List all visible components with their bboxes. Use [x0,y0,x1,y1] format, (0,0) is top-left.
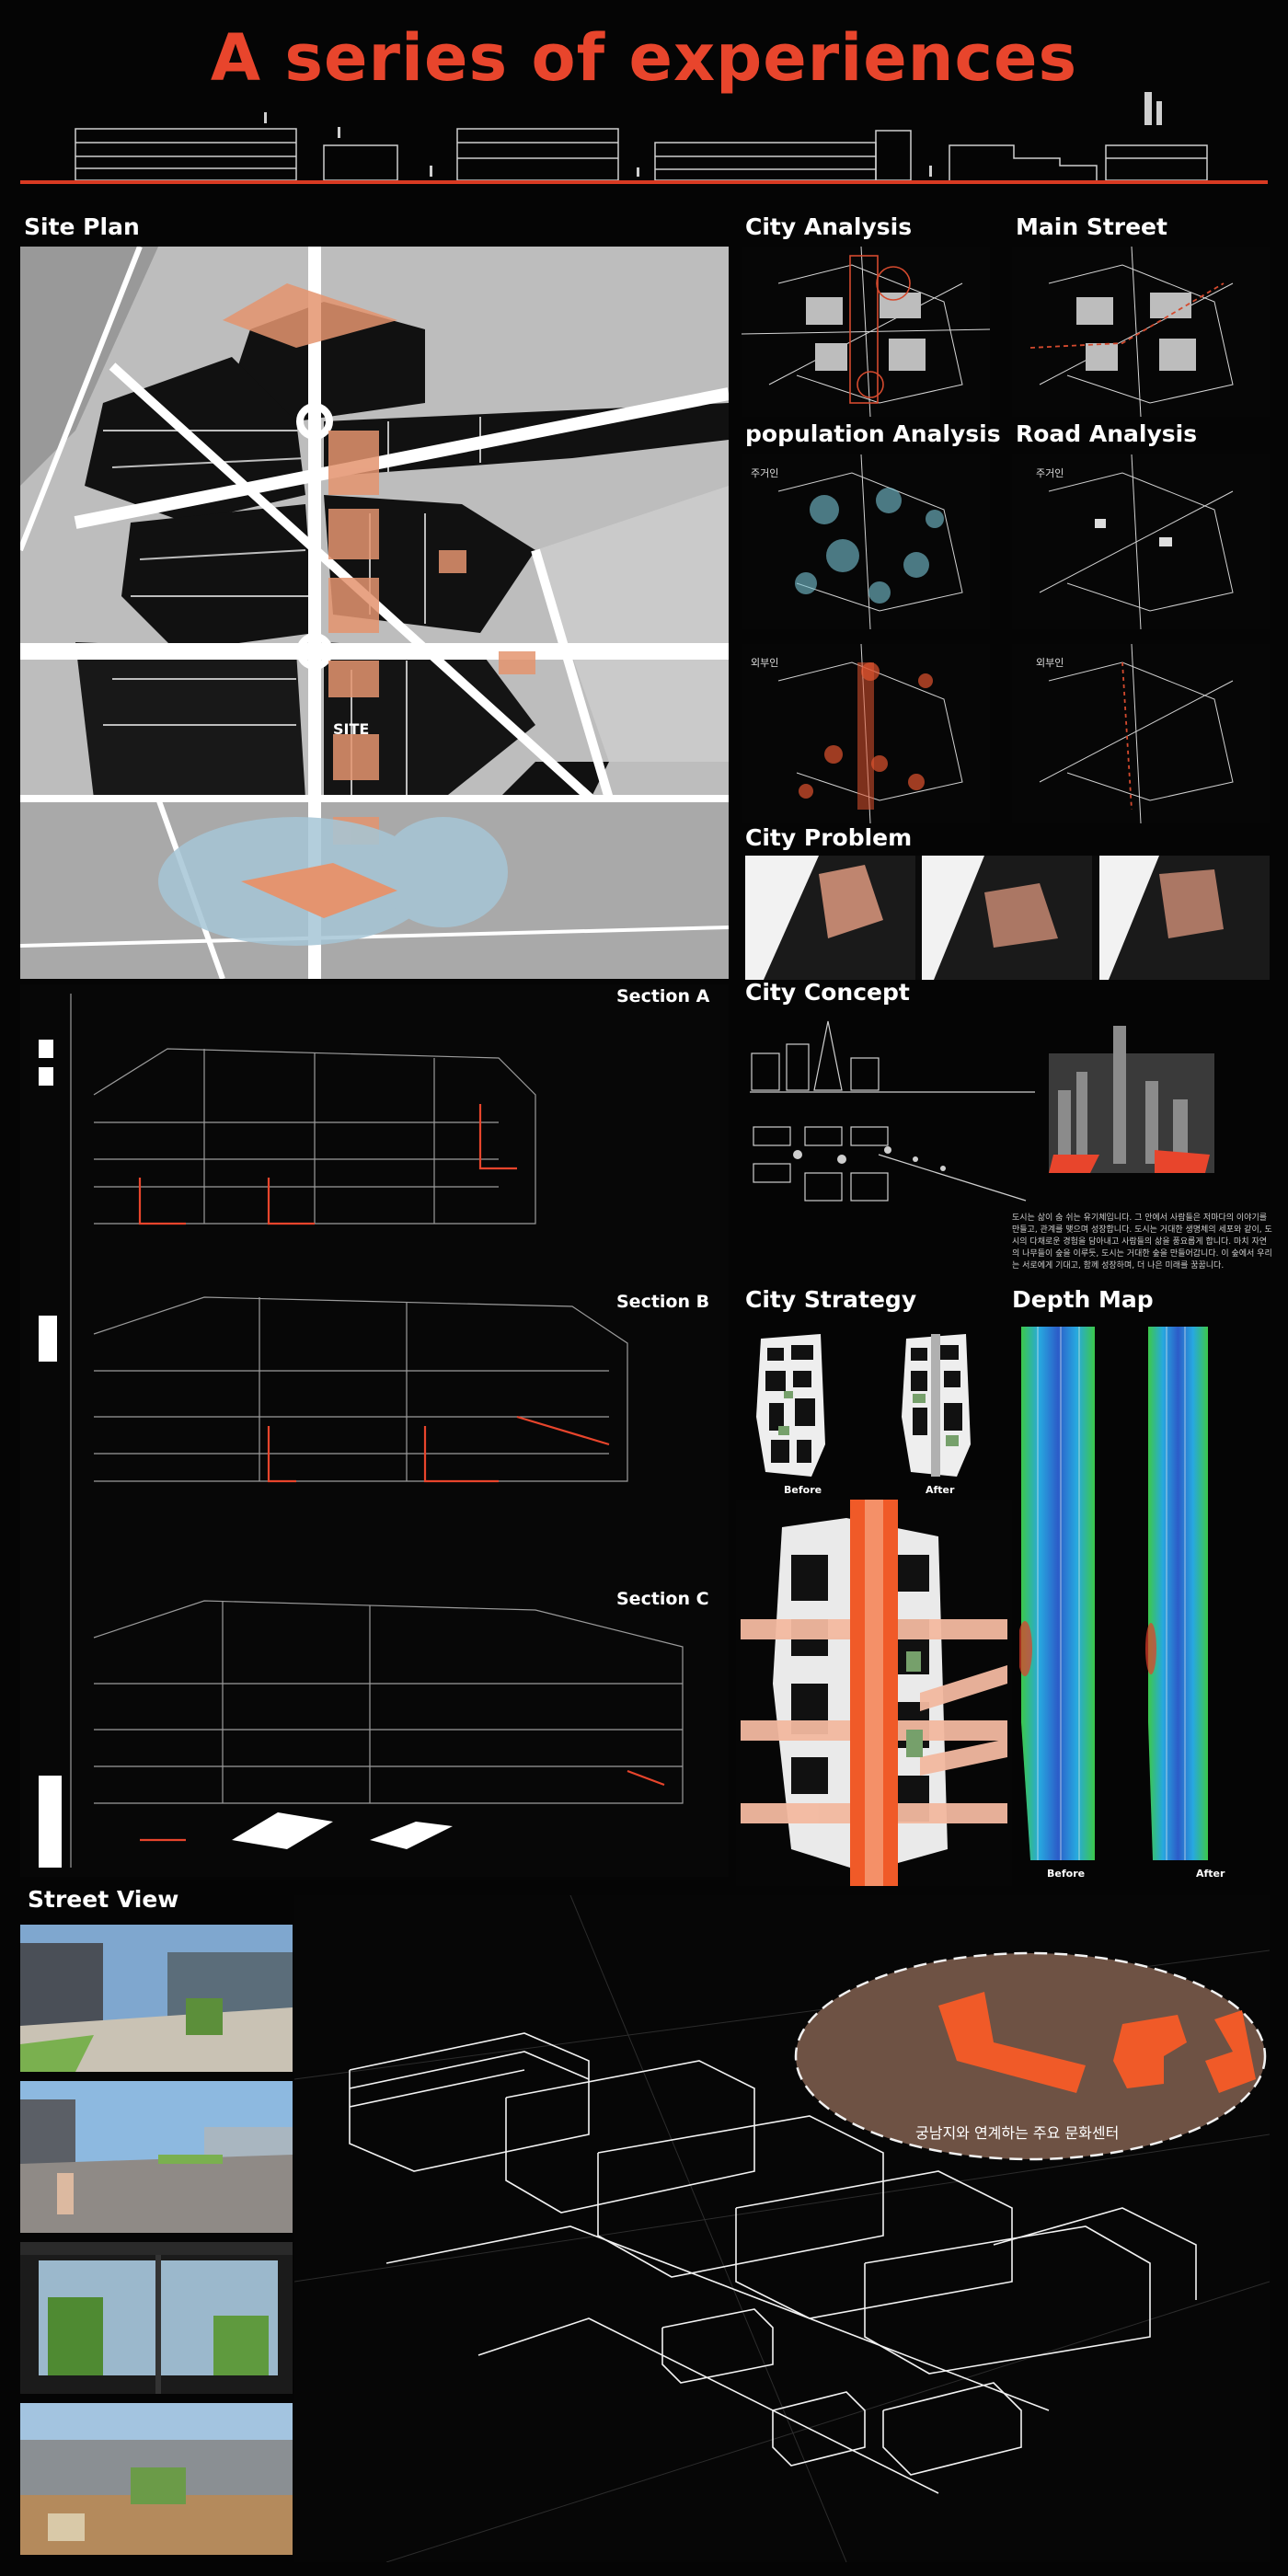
street-view-photo-1 [20,1925,293,2072]
street-view-photo-3 [20,2242,293,2394]
title-underline [20,180,1268,184]
depth-map-panels [1019,1327,1208,1860]
population-resident-map [742,454,990,629]
city-problem-label: City Problem [745,824,913,851]
depth-after-label: After [1196,1868,1225,1880]
strategy-before-map [756,1334,825,1477]
strategy-after-label: After [926,1484,955,1496]
population-outsider-map [742,644,990,823]
city-strategy-label: City Strategy [745,1286,917,1313]
depth-map-label: Depth Map [1012,1286,1154,1313]
city-concept-text: 도시는 삶이 숨 쉬는 유기체입니다. 그 안에서 사람들은 저마다의 이야기를… [1012,1213,1272,1271]
poster-title: A series of experiences [210,20,1078,96]
street-view-photo-4 [20,2403,293,2555]
site-plan-label: Site Plan [24,213,140,240]
street-view-axonometric [294,1895,1270,2562]
population-analysis-label: population Analysis [745,420,1001,447]
section-b-label: Section B [616,1292,710,1312]
outsider-tag: 외부인 [751,657,779,669]
site-tag: SITE [333,720,370,738]
city-analysis-map [742,247,990,417]
street-view-label: Street View [28,1886,179,1913]
section-c-label: Section C [616,1589,709,1609]
section-a-label: Section A [616,986,710,1006]
city-problem-panels [745,856,1270,980]
strategy-detail-diagram [736,1500,1012,1886]
road-resident-map [1012,454,1270,629]
main-street-map [1012,247,1270,417]
site-plan-map: SITE [20,247,729,979]
road-analysis-label: Road Analysis [1016,420,1198,447]
road-outsider-map [1012,644,1270,823]
depth-before-label: Before [1047,1868,1086,1880]
road-resident-tag: 주거인 [1036,467,1064,479]
road-outsider-tag: 외부인 [1036,657,1064,669]
city-concept-diagram [750,1020,1214,1202]
resident-tag: 주거인 [751,467,779,479]
strategy-after-map [902,1334,971,1477]
city-concept-label: City Concept [745,979,910,1006]
skyline-elevation [75,92,1208,181]
street-view-photo-2 [20,2081,293,2233]
cultural-center-callout: 궁남지와 연계하는 주요 문화센터 [915,2124,1120,2142]
city-analysis-label: City Analysis [745,213,913,240]
strategy-before-label: Before [784,1484,822,1496]
section-axonometric-drawings [20,984,729,1877]
main-street-label: Main Street [1016,213,1167,240]
